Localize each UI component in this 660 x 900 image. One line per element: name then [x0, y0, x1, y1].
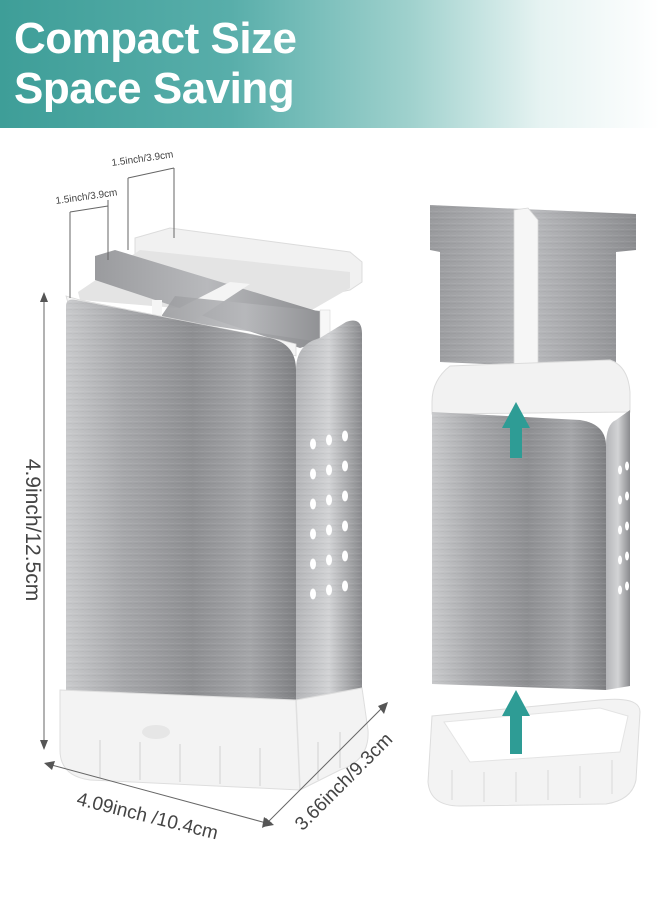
- steel-sleeve: [431, 359, 631, 690]
- dimension-width: 4.09inch /10.4cm: [75, 789, 220, 844]
- header-banner: Compact Size Space Saving: [0, 0, 660, 128]
- assembled-utensil-holder: [59, 227, 369, 791]
- dimension-height: 4.9inch/12.5cm: [21, 459, 44, 601]
- base-tray: [427, 698, 641, 807]
- arrow-up-icon: [502, 402, 530, 458]
- divider-insert: [430, 205, 636, 401]
- dimension-compartment-a: 1.5inch/3.9cm: [55, 187, 118, 207]
- arrow-up-icon: [502, 690, 530, 754]
- dimension-compartment-b: 1.5inch/3.9cm: [111, 149, 174, 169]
- exploded-view: [427, 205, 641, 807]
- dimension-lines: [40, 167, 388, 828]
- banner-title: Compact Size Space Saving: [14, 14, 297, 114]
- banner-line-2: Space Saving: [14, 64, 295, 113]
- banner-line-1: Compact Size: [14, 14, 297, 63]
- vent-holes: [310, 430, 348, 600]
